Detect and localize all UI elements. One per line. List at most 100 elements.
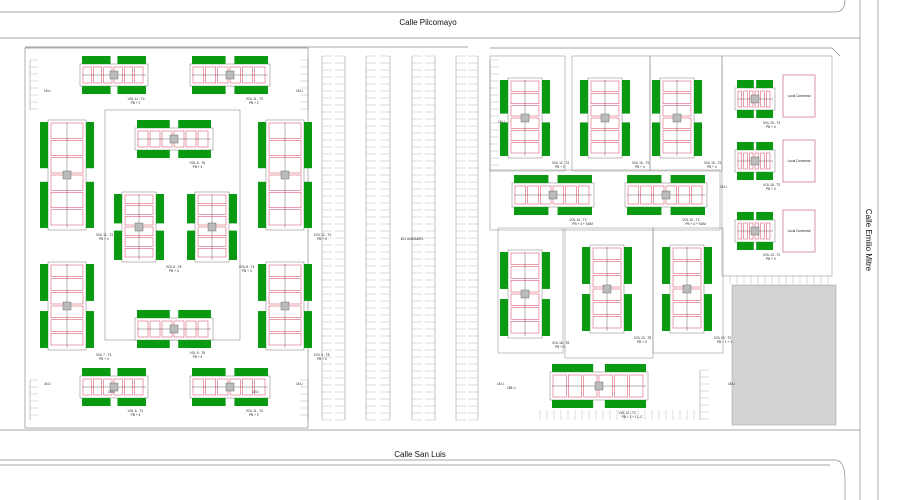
garden [552,400,594,408]
garden [114,230,122,260]
garden [604,364,646,372]
block-label: VOL 15 - T4 [763,121,780,125]
block-label: VOL 12 - T4 [552,161,569,165]
commercial-local [782,209,816,253]
unit-count-label: 18 U [296,382,303,386]
block-label: VOL 8 - T8 [166,265,182,269]
unit-count-label: 18 U [252,390,259,394]
commercial-local-label: Local Comercial [788,229,811,233]
stair-core [280,301,290,311]
block-sublabel: PB + 4 [637,340,647,344]
block-label: VOL 15 - T4 [704,161,721,165]
garden [662,294,670,331]
unit-count-label: 185 U [507,386,516,390]
garden [756,172,773,180]
unit-count-label: 18 U [720,185,727,189]
garden [137,120,170,128]
block-sublabel: PB + 4 [317,237,327,241]
block-sublabel: PB + 4 [242,269,252,273]
stair-core [109,382,119,392]
garden [304,181,312,228]
garden [622,122,630,156]
garden [624,247,632,284]
stair-core [672,113,682,123]
garden [40,122,48,169]
garden [737,80,754,88]
garden [178,120,211,128]
block-label: VOL 15 - T2 [682,218,699,222]
garden [580,80,588,114]
block-sublabel: PB + 2 [249,413,259,417]
unit-count-label: 18 U [498,120,505,124]
stair-core [134,222,144,232]
block-sublabel: PB + 1 + 1 L.C [622,415,644,419]
garden [178,310,211,318]
stair-core [682,284,692,294]
garden [40,181,48,228]
garden [86,122,94,169]
garden [117,398,146,406]
stair-core [62,170,72,180]
garden [234,368,268,376]
garden [627,175,662,183]
block-sublabel: PB + 2 [555,165,565,169]
block-sublabel: PB + 4 [193,165,203,169]
garden [756,142,773,150]
block-label: VOL 11 - T4 [128,97,145,101]
garden [756,242,773,250]
block-label: VOL 8 - T4 [239,265,255,269]
street-label-right: Calle Emilio Mitre [864,209,873,272]
garden [756,80,773,88]
stair-core [750,226,760,236]
garden [187,230,195,260]
garden [82,86,111,94]
garden [137,150,170,158]
block-sublabel: PB + 4 [193,355,203,359]
block-sublabel: PB + 2 [131,101,141,105]
block-label: VOL 8 - T8 [190,161,206,165]
block-sublabel: PB + 4 + SUM [572,222,593,226]
garden [670,175,705,183]
block-label: VOL 12 - T4 [314,233,331,237]
garden [187,194,195,224]
garden [582,247,590,284]
garden [192,56,226,64]
block-sublabel: PB + 2 [249,101,259,105]
block-sublabel: PB + 4 [766,125,776,129]
garden [557,175,592,183]
garden [704,294,712,331]
block-label: VOL 9 - T8 [190,351,206,355]
garden [117,56,146,64]
street-label-bottom: Calle San Luis [394,450,446,459]
block-label: VOL 14 - T2 [569,218,586,222]
street-label-top: Calle Pilcomayo [399,18,457,27]
garden [178,150,211,158]
block-sublabel: PB + 4 + SUM [685,222,706,226]
stair-core [750,94,760,104]
block-sublabel: PB + 4 [99,357,109,361]
block-label: VOL 12 - T4 [96,233,113,237]
stair-core [280,170,290,180]
garden [86,264,94,301]
block-label: VOL 09 - T2 [714,336,731,340]
garden [114,194,122,224]
garden [192,398,226,406]
garden [258,181,266,228]
block-label: VOL 16 - T4 [632,161,649,165]
garden [82,56,111,64]
block-label: VOL 10 - T2 [619,411,636,415]
garden [82,368,111,376]
